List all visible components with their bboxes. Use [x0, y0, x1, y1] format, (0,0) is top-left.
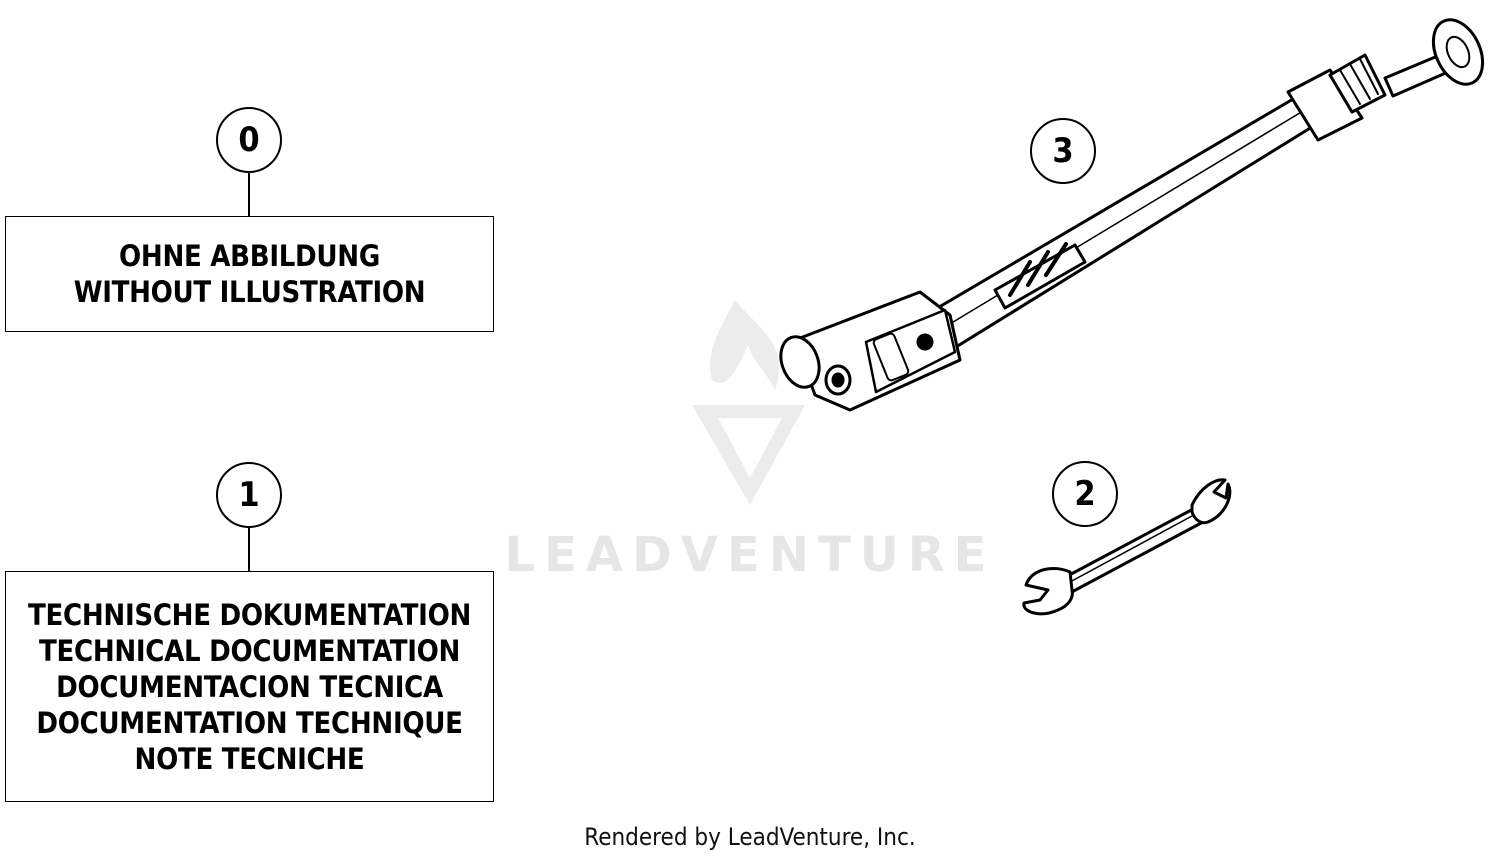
box-line: OHNE ABBILDUNG [119, 239, 380, 273]
leader-line-0 [248, 173, 250, 217]
box-line: TECHNISCHE DOKUMENTATION [28, 597, 471, 632]
leader-line-1 [248, 528, 250, 572]
callout-2: 2 [1052, 461, 1118, 527]
callout-1: 1 [216, 462, 282, 528]
box-line: TECHNICAL DOCUMENTATION [38, 633, 461, 668]
callout-3: 3 [1030, 118, 1096, 184]
watermark-text: LEADVENTURE [504, 527, 996, 583]
box-line: NOTE TECNICHE [134, 741, 365, 776]
box-line: WITHOUT ILLUSTRATION [73, 275, 426, 309]
box-line: DOCUMENTACION TECNICA [56, 669, 443, 704]
callout-0: 0 [216, 107, 282, 173]
without-illustration-box: OHNE ABBILDUNG WITHOUT ILLUSTRATION [5, 216, 494, 332]
technical-documentation-box: TECHNISCHE DOKUMENTATION TECHNICAL DOCUM… [5, 571, 494, 802]
box-line: DOCUMENTATION TECHNIQUE [36, 705, 463, 740]
footer-credit: Rendered by LeadVenture, Inc. [584, 823, 916, 851]
